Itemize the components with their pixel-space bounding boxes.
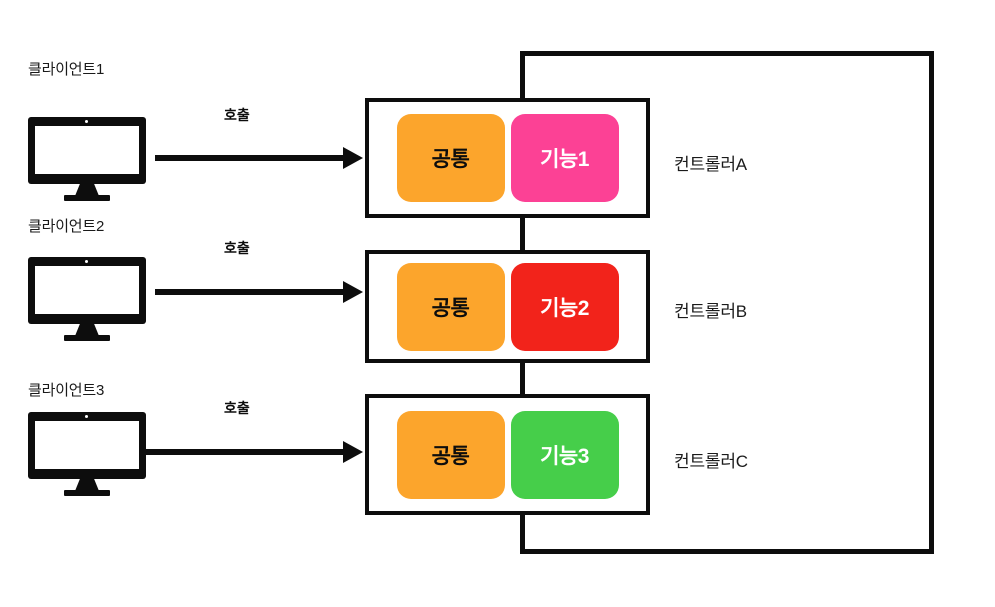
monitor-icon-client-2 (28, 257, 146, 341)
chip-feature-b[interactable]: 기능2 (510, 262, 619, 351)
monitor-stand-base (64, 490, 110, 496)
arrow-label-call-3: 호출 (224, 400, 250, 416)
monitor-stand-base (64, 335, 110, 341)
client-label-2: 클라이언트2 (28, 218, 105, 235)
controller-name-b: 컨트롤러B (674, 302, 747, 321)
monitor-stand-neck (75, 183, 99, 196)
connector-outer-to-controller-a (520, 51, 525, 101)
monitor-stand-neck (75, 478, 99, 491)
client-label-3: 클라이언트3 (28, 382, 105, 399)
controller-box-b[interactable]: 공통 기능2 (365, 250, 650, 363)
arrow-head (343, 281, 363, 303)
monitor-screen (35, 421, 139, 469)
monitor-icon-client-3 (28, 412, 146, 496)
call-arrow-3 (146, 441, 363, 463)
chip-common-c[interactable]: 공통 (396, 410, 505, 499)
monitor-icon-client-1 (28, 117, 146, 201)
chip-common-a[interactable]: 공통 (396, 114, 505, 202)
monitor-camera-dot (85, 120, 88, 123)
arrow-head (343, 147, 363, 169)
monitor-stand-neck (75, 323, 99, 336)
controller-name-a: 컨트롤러A (674, 155, 747, 174)
monitor-stand-base (64, 195, 110, 201)
arrow-shaft (146, 449, 345, 455)
monitor-camera-dot (85, 415, 88, 418)
arrow-shaft (155, 289, 345, 295)
chip-feature-c[interactable]: 기능3 (510, 410, 619, 499)
monitor-screen (35, 126, 139, 174)
connector-controller-a-to-b (520, 215, 525, 255)
controller-box-c[interactable]: 공통 기능3 (365, 394, 650, 515)
monitor-screen (35, 266, 139, 314)
chip-feature-a[interactable]: 기능1 (510, 114, 619, 202)
arrow-shaft (155, 155, 345, 161)
controller-name-c: 컨트롤러C (674, 452, 748, 471)
call-arrow-2 (155, 281, 363, 303)
chip-common-b[interactable]: 공통 (396, 262, 505, 351)
arrow-label-call-1: 호출 (224, 107, 250, 123)
connector-controller-c-to-outer (520, 512, 525, 554)
monitor-camera-dot (85, 260, 88, 263)
arrow-head (343, 441, 363, 463)
arrow-label-call-2: 호출 (224, 240, 250, 256)
controller-box-a[interactable]: 공통 기능1 (365, 98, 650, 218)
call-arrow-1 (155, 147, 363, 169)
client-label-1: 클라이언트1 (28, 61, 105, 78)
connector-controller-b-to-c (520, 360, 525, 398)
